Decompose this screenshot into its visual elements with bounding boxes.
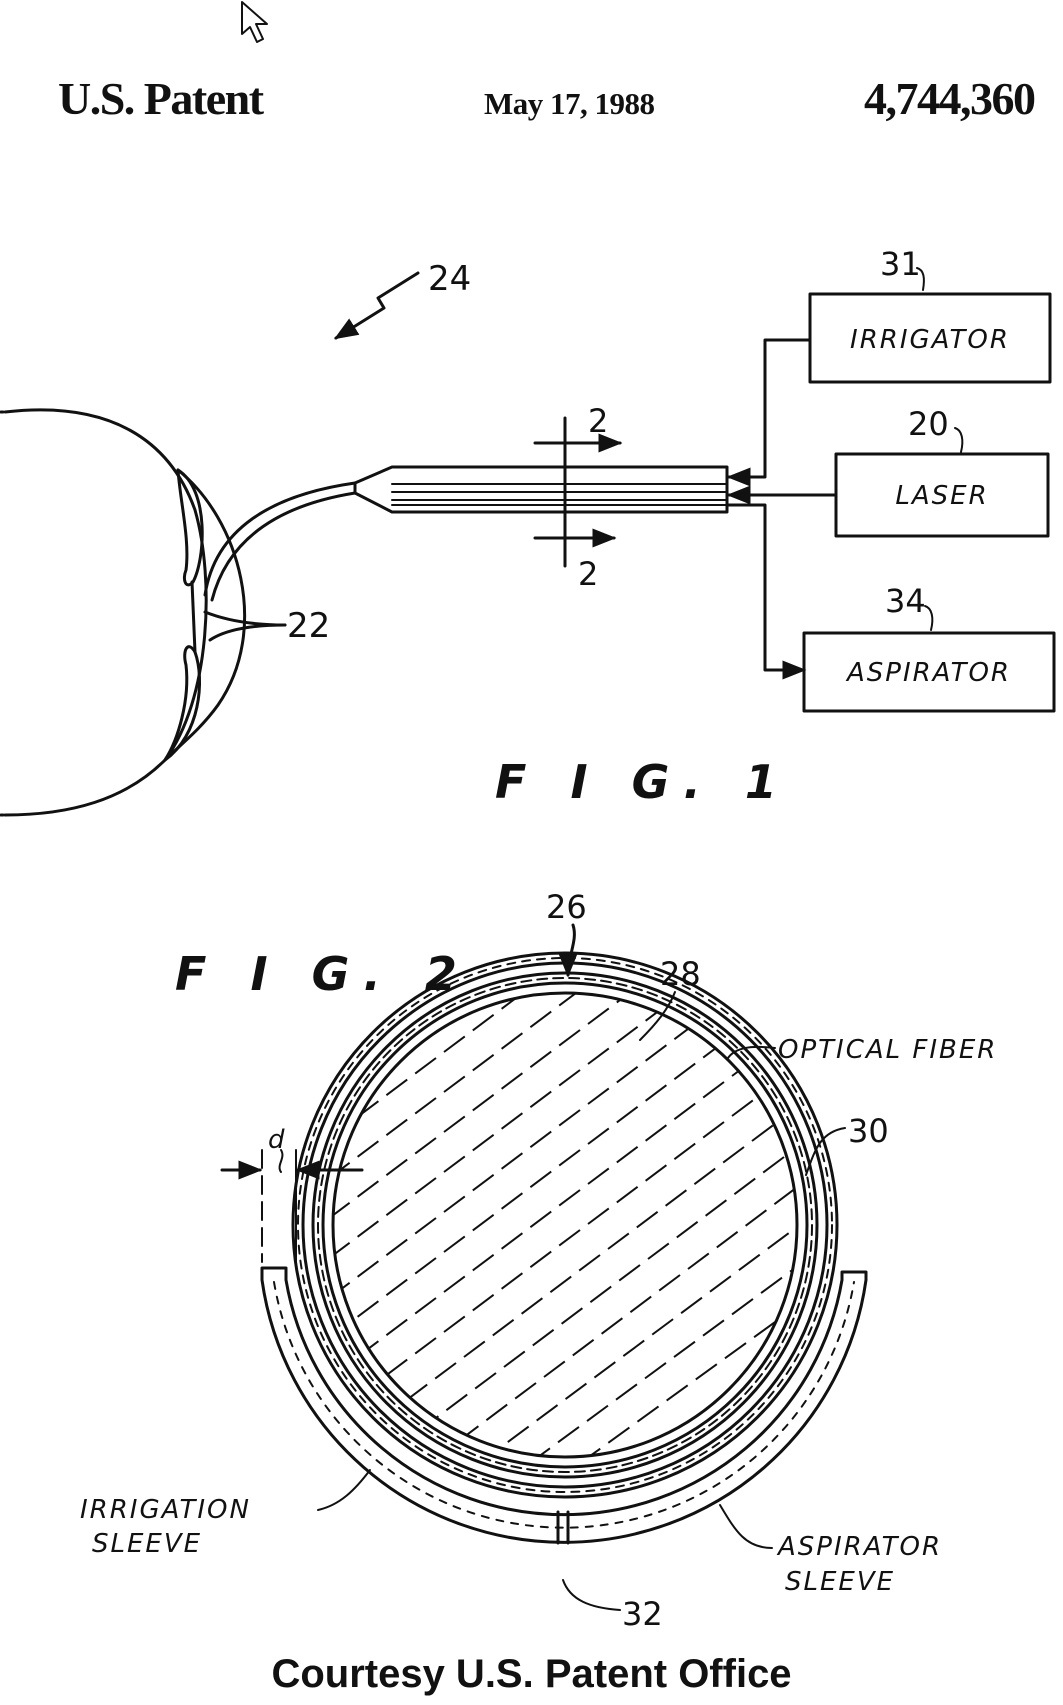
dim-d: d [268,1125,287,1155]
fig2-drawing: F I G. 2 [80,888,997,1633]
irrigator-box [808,292,1052,384]
section-mark-bottom: 2 [578,555,598,593]
fig2-caption: F I G. 2 [175,947,471,1001]
irrigator-line [726,338,812,487]
ref-31: 31 [880,245,921,283]
ref-32: 32 [622,1595,663,1633]
fiber-core [331,991,799,1459]
patent-date: May 17, 1988 [484,86,655,121]
ref-24: 24 [428,259,471,299]
ref-24-leader [333,271,420,340]
ref-30: 30 [848,1112,889,1150]
section-mark-top: 2 [588,402,608,440]
laser-box [834,452,1050,538]
courtesy-credit: Courtesy U.S. Patent Office [271,1652,792,1696]
aspirator-line [725,503,807,680]
fig1-drawing: 24 22 [0,245,1056,817]
ref-20: 20 [908,405,949,443]
optical-fiber-label: OPTICAL FIBER [778,1035,997,1065]
irrigation-sleeve-line1: IRRIGATION [80,1495,251,1525]
handpiece [353,465,729,514]
aspirator-sleeve-line1: ASPIRATOR [776,1532,942,1562]
aspirator-sleeve-line2: SLEEVE [785,1567,895,1597]
ref-28: 28 [660,955,701,993]
ref-34: 34 [885,582,926,620]
irrigator-label: IRRIGATOR [850,325,1010,355]
ref-22: 22 [287,606,330,646]
irrigation-sleeve-line2: SLEEVE [92,1529,202,1559]
fig1-caption: F I G. 1 [495,755,791,809]
patent-number: 4,744,360 [864,73,1036,124]
ref-26: 26 [546,888,587,926]
cladding-inner [321,981,809,1469]
jacket-outer [291,951,839,1499]
aspirator-label: ASPIRATOR [845,658,1011,688]
aspirator-box [802,631,1056,713]
ref-22-leader [208,623,287,642]
mouse-cursor-icon [241,1,268,43]
laser-label: LASER [895,481,988,511]
sleeve-shell [260,1266,868,1544]
eye-globe [0,408,357,817]
patent-header-label: U.S. Patent [58,73,264,124]
